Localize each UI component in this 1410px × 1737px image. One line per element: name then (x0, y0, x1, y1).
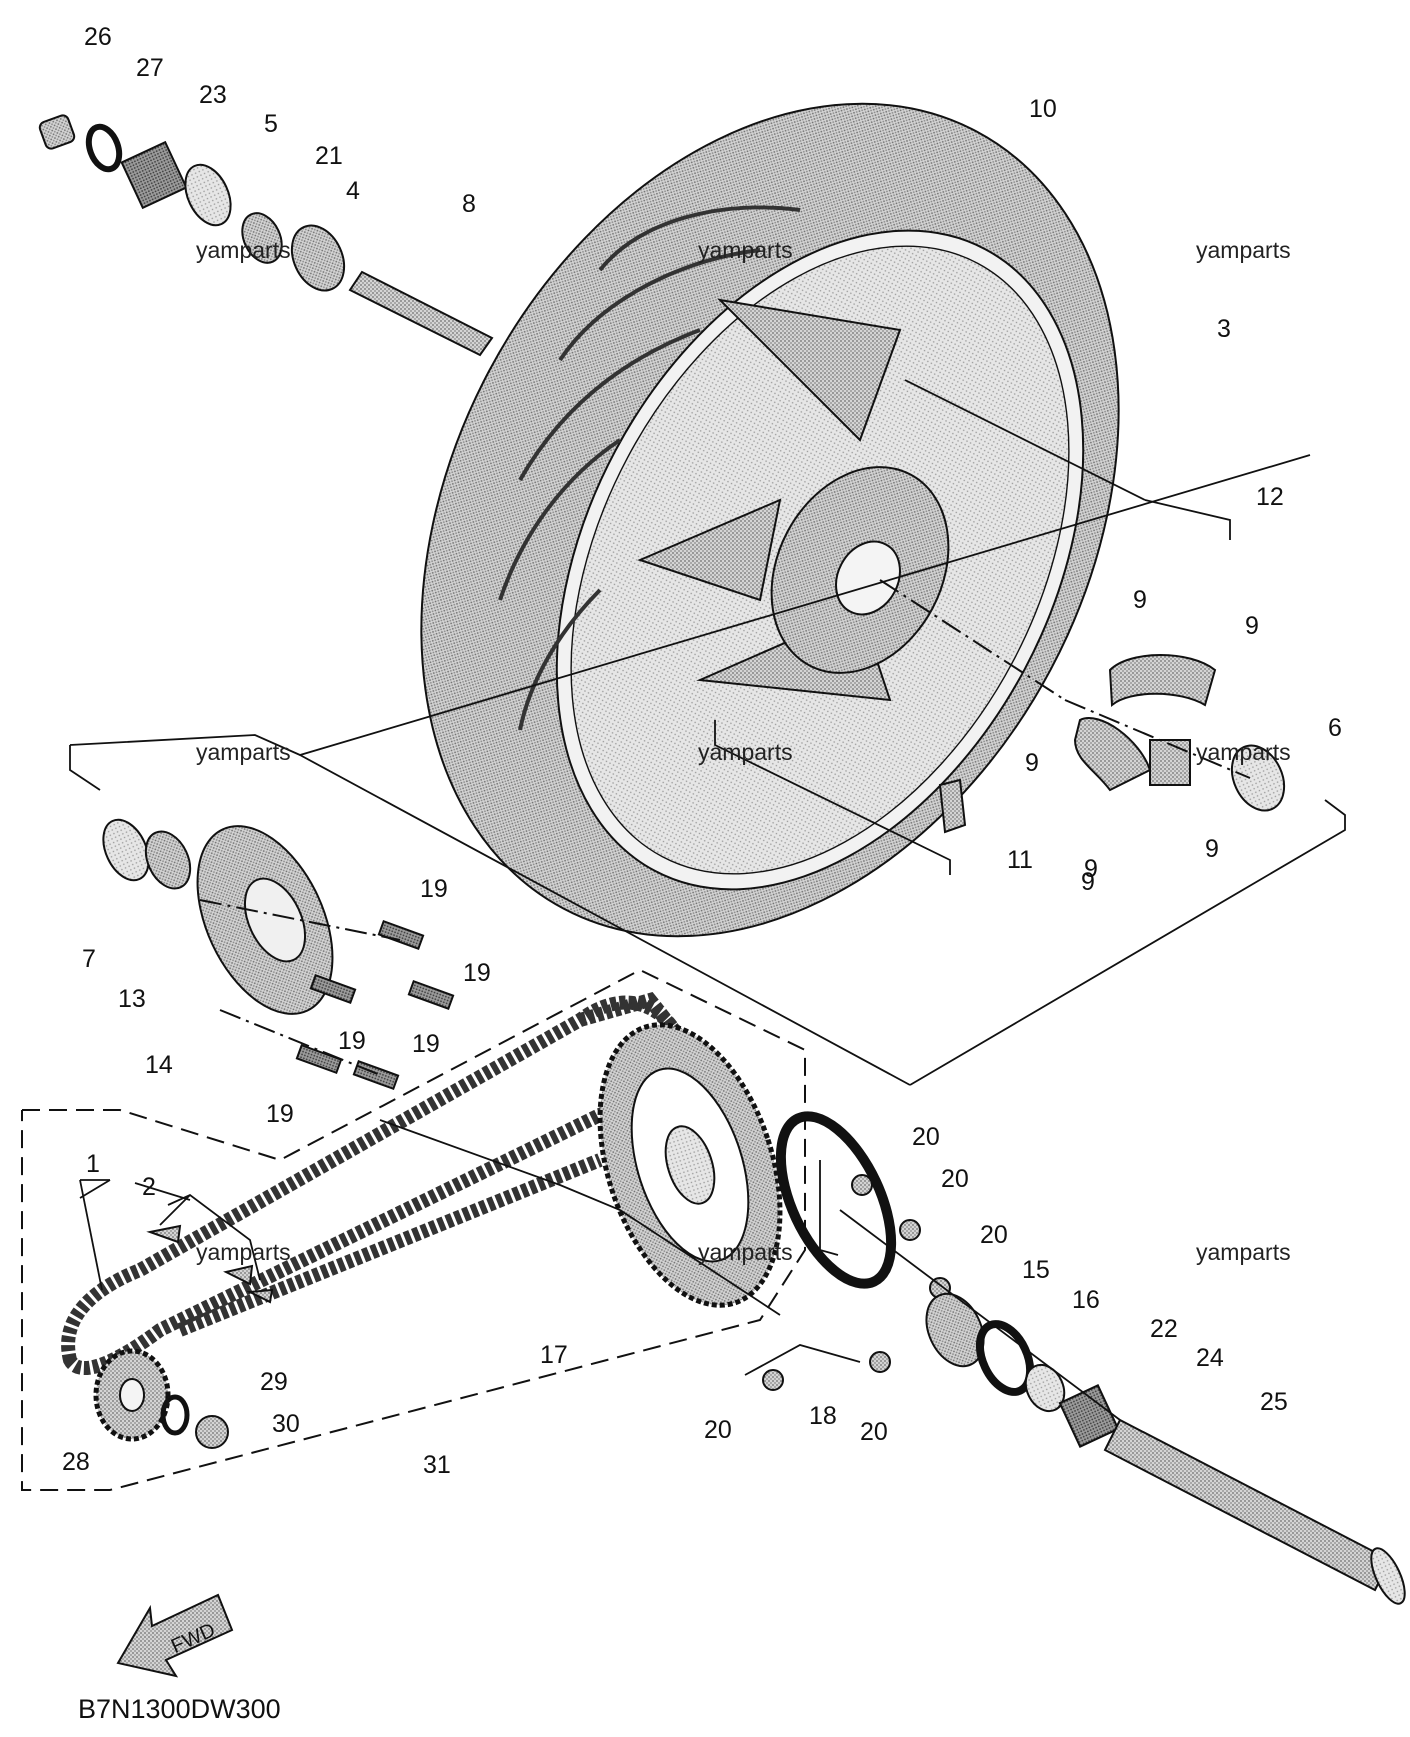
part-number-label: 9 (1245, 612, 1259, 640)
diagram-code: B7N1300DW300 (78, 1694, 281, 1724)
part-number-label: 6 (1328, 714, 1342, 742)
part-number-label: 1 (86, 1150, 100, 1178)
front-sprocket (93, 1348, 229, 1449)
part-number-label: 19 (463, 959, 491, 987)
part-number-label: 9 (1081, 868, 1095, 896)
part-number-label: 14 (145, 1051, 173, 1079)
part-number-label: 24 (1196, 1344, 1224, 1372)
part-number-label: 31 (423, 1451, 451, 1479)
part-number-label: 9 (1133, 586, 1147, 614)
part-number-label: 13 (118, 985, 146, 1013)
part-number-label: 8 (462, 190, 476, 218)
part-number-label: 28 (62, 1448, 90, 1476)
part-number-label: 2 (142, 1173, 156, 1201)
part-number-label: 19 (338, 1027, 366, 1055)
part-number-label: 9 (1025, 749, 1039, 777)
part-number-label: 23 (199, 81, 227, 109)
part-number-label: 18 (809, 1402, 837, 1430)
part-number-label: 4 (346, 177, 360, 205)
part-number-label: 10 (1029, 95, 1057, 123)
watermark-text: yamparts (1196, 739, 1291, 765)
part-number-label: 21 (315, 142, 343, 170)
part-number-label: 27 (136, 54, 164, 82)
part-number-label: 12 (1256, 483, 1284, 511)
part-number-label: 26 (84, 23, 112, 51)
part-number-label: 20 (860, 1418, 888, 1446)
rear-wheel-drawing (420, 102, 1120, 938)
watermark-text: yamparts (698, 1239, 793, 1265)
part-number-label: 22 (1150, 1315, 1178, 1343)
rear-sprocket (597, 1022, 783, 1308)
part-number-label: 7 (82, 945, 96, 973)
watermark-text: yamparts (196, 237, 291, 263)
part-number-label: 17 (540, 1341, 568, 1369)
axle-parts-right (762, 1111, 1406, 1605)
part-number-label: 15 (1022, 1256, 1050, 1284)
watermark-text: yamparts (196, 739, 291, 765)
leader-lines (21, 379, 1346, 1491)
axle-parts-top (38, 114, 494, 357)
part-number-label: 25 (1260, 1388, 1288, 1416)
part-number-label: 16 (1072, 1286, 1100, 1314)
watermarks: yamparts yamparts yamparts yamparts yamp… (196, 237, 1291, 1265)
watermark-text: yamparts (698, 237, 793, 263)
chain-joint-parts (146, 1224, 274, 1304)
fwd-arrow-icon: FWD (116, 1593, 234, 1678)
part-number-label: 20 (912, 1123, 940, 1151)
damper-rubbers (938, 654, 1286, 834)
part-number-label: 19 (420, 875, 448, 903)
watermark-text: yamparts (1196, 1239, 1291, 1265)
watermark-text: yamparts (698, 739, 793, 765)
sprocket-hub (102, 818, 455, 1091)
part-number-label: 20 (980, 1221, 1008, 1249)
part-number-label: 9 (1205, 835, 1219, 863)
part-number-label: 3 (1217, 315, 1231, 343)
part-number-label: 5 (264, 110, 278, 138)
part-number-label: 19 (412, 1030, 440, 1058)
part-number-label: 9 (1084, 855, 1098, 883)
part-number-label: 20 (941, 1165, 969, 1193)
part-number-label: 29 (260, 1368, 288, 1396)
part-number-label: 30 (272, 1410, 300, 1438)
part-number-label: 11 (1007, 846, 1033, 874)
part-number-label: 19 (266, 1100, 294, 1128)
watermark-text: yamparts (1196, 237, 1291, 263)
watermark-text: yamparts (196, 1239, 291, 1265)
part-number-label: 20 (704, 1416, 732, 1444)
